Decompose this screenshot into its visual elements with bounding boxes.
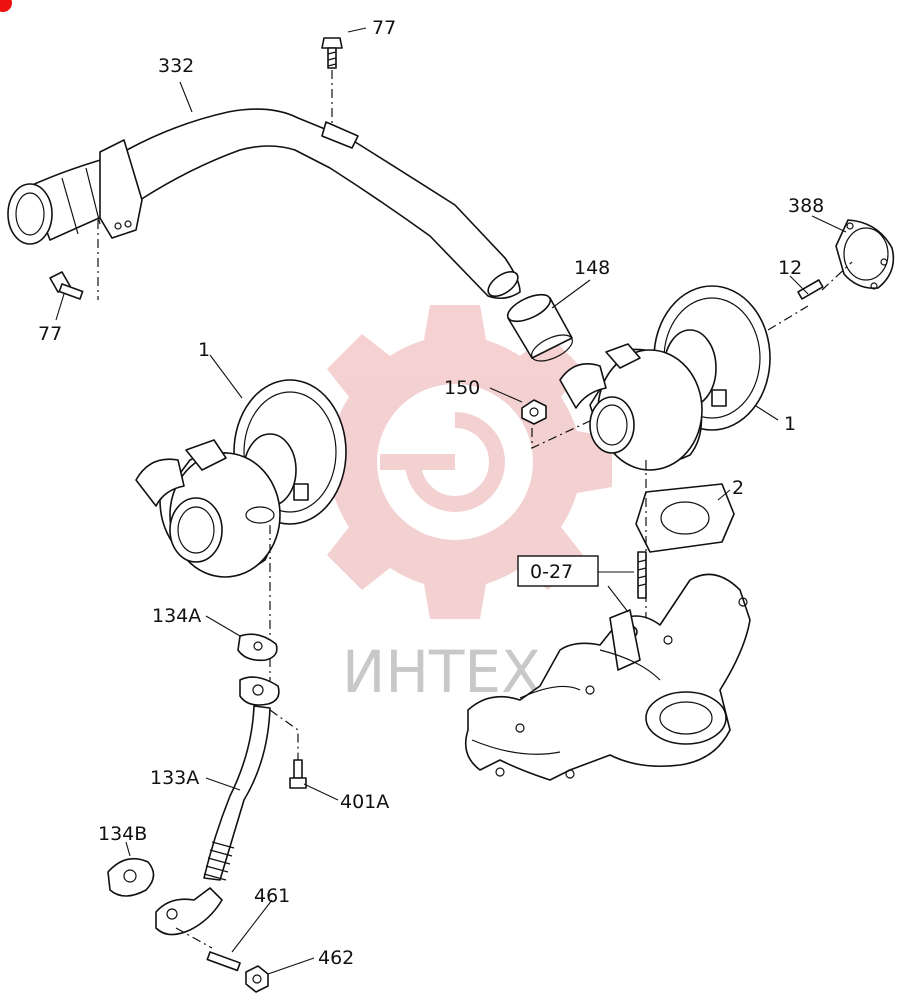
label-388: 388 [788, 195, 824, 217]
label-1-left: 1 [198, 339, 210, 361]
label-2: 2 [732, 477, 744, 499]
oil-pipe-133a [155, 676, 280, 936]
stud-461 [206, 951, 241, 972]
exhaust-manifold [464, 573, 751, 781]
notification-badge [0, 0, 12, 12]
label-1-right: 1 [784, 413, 796, 435]
label-77-top: 77 [372, 17, 396, 39]
stud-12 [797, 279, 824, 300]
ref-box-0-27 [517, 555, 599, 587]
label-134a: 134A [152, 605, 201, 627]
label-0-27: 0-27 [530, 561, 573, 583]
label-133a: 133A [150, 767, 199, 789]
gasket-2 [635, 483, 735, 553]
turbocharger-right [559, 285, 771, 471]
leader-lines [55, 27, 847, 975]
turbocharger-left [135, 379, 347, 578]
bolt-401a [289, 759, 307, 789]
bolt-77-left [49, 271, 84, 300]
label-401a: 401A [340, 791, 389, 813]
label-461: 461 [254, 885, 290, 907]
label-332: 332 [158, 55, 194, 77]
gasket-388 [835, 219, 895, 290]
label-12: 12 [778, 257, 802, 279]
nut-150 [521, 399, 547, 425]
watermark-gear-logo [298, 305, 612, 619]
air-pipe-332 [7, 108, 521, 300]
label-134b: 134B [98, 823, 147, 845]
stud-0-27 [637, 551, 647, 599]
bolt-77-top [321, 37, 343, 69]
hose-148 [506, 293, 573, 362]
label-150: 150 [444, 377, 480, 399]
label-77-left: 77 [38, 323, 62, 345]
label-462: 462 [318, 947, 354, 969]
nut-462 [245, 965, 269, 993]
gasket-134b [107, 857, 155, 897]
label-148: 148 [574, 257, 610, 279]
gasket-134a [237, 633, 278, 662]
watermark-brand-text: ИНТЕХ [342, 638, 541, 706]
